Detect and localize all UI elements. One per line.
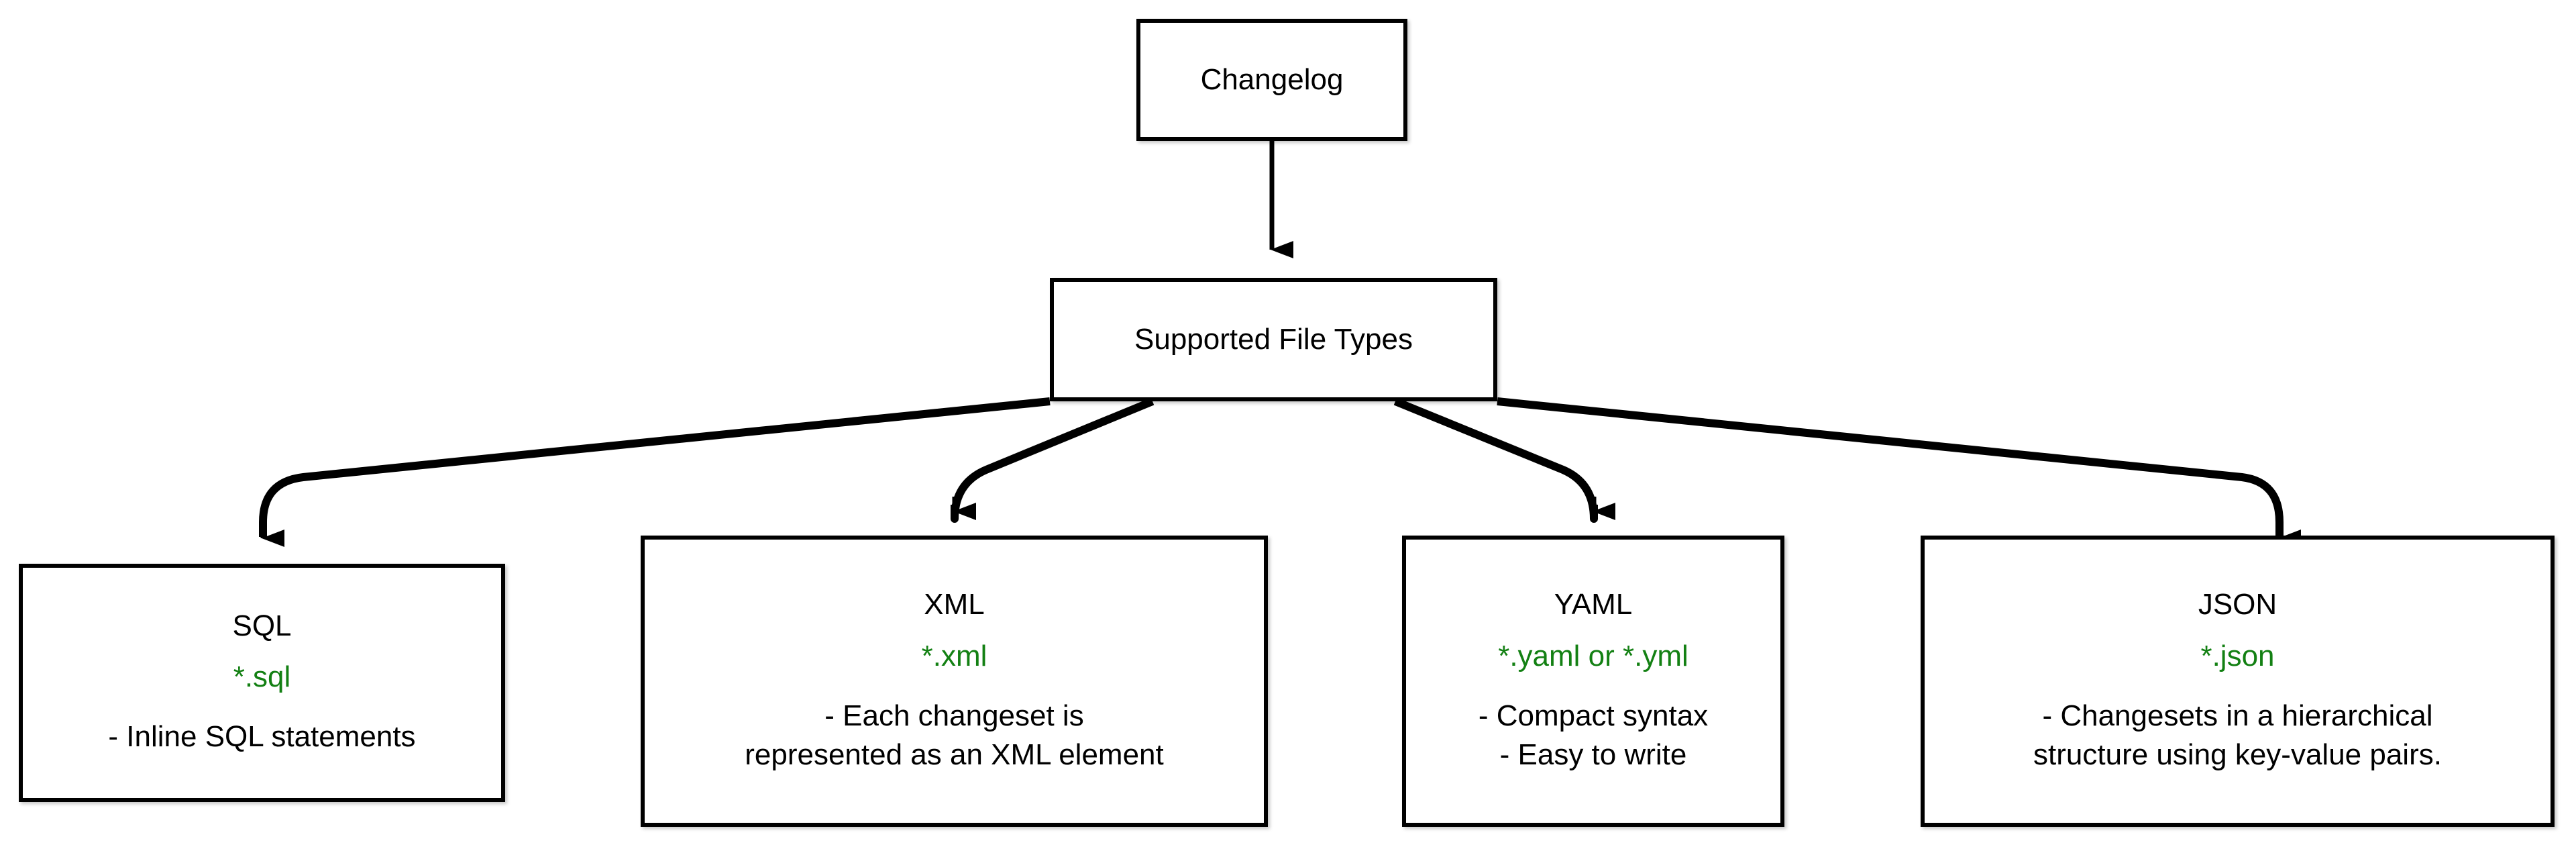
node-json[interactable]: JSON *.json - Changesets in a hierarchic… [1921, 536, 2555, 827]
node-xml-detail-line: - Each changeset is [824, 699, 1084, 732]
node-json-title: JSON [2198, 588, 2277, 621]
node-xml-detail-line: represented as an XML element [745, 738, 1164, 771]
node-xml-extension: *.xml [921, 639, 987, 672]
node-yaml-details: - Compact syntax - Easy to write [1479, 697, 1708, 774]
node-json-detail-line: - Changesets in a hierarchical [2042, 699, 2433, 732]
node-xml[interactable]: XML *.xml - Each changeset is represente… [641, 536, 1268, 827]
edge-supported-to-sql [259, 397, 1051, 547]
node-sql[interactable]: SQL *.sql - Inline SQL statements [19, 564, 505, 802]
node-json-details: - Changesets in a hierarchical structure… [2033, 697, 2442, 774]
node-supported-file-types[interactable]: Supported File Types [1050, 278, 1497, 401]
node-json-extension: *.json [2200, 639, 2275, 672]
node-yaml-title: YAML [1554, 588, 1633, 621]
node-yaml-detail-line: - Easy to write [1499, 738, 1687, 771]
node-supported-file-types-title: Supported File Types [1134, 322, 1413, 356]
node-changelog-title: Changelog [1200, 62, 1344, 96]
node-sql-title: SQL [232, 609, 292, 642]
node-xml-title: XML [924, 588, 985, 621]
edge-supported-to-json [1497, 397, 2301, 547]
node-yaml-extension: *.yaml or *.yml [1498, 639, 1688, 672]
node-sql-detail-line: - Inline SQL statements [108, 720, 416, 754]
node-xml-details: - Each changeset is represented as an XM… [745, 697, 1164, 774]
node-yaml[interactable]: YAML *.yaml or *.yml - Compact syntax - … [1402, 536, 1784, 827]
node-sql-extension: *.sql [233, 660, 291, 694]
edge-supported-to-yaml [1393, 397, 1615, 523]
node-yaml-detail-line: - Compact syntax [1478, 699, 1709, 732]
node-changelog[interactable]: Changelog [1136, 19, 1407, 141]
edge-supported-to-xml [951, 397, 1155, 523]
node-sql-details: - Inline SQL statements [108, 717, 415, 756]
node-json-detail-line: structure using key-value pairs. [2033, 738, 2442, 771]
